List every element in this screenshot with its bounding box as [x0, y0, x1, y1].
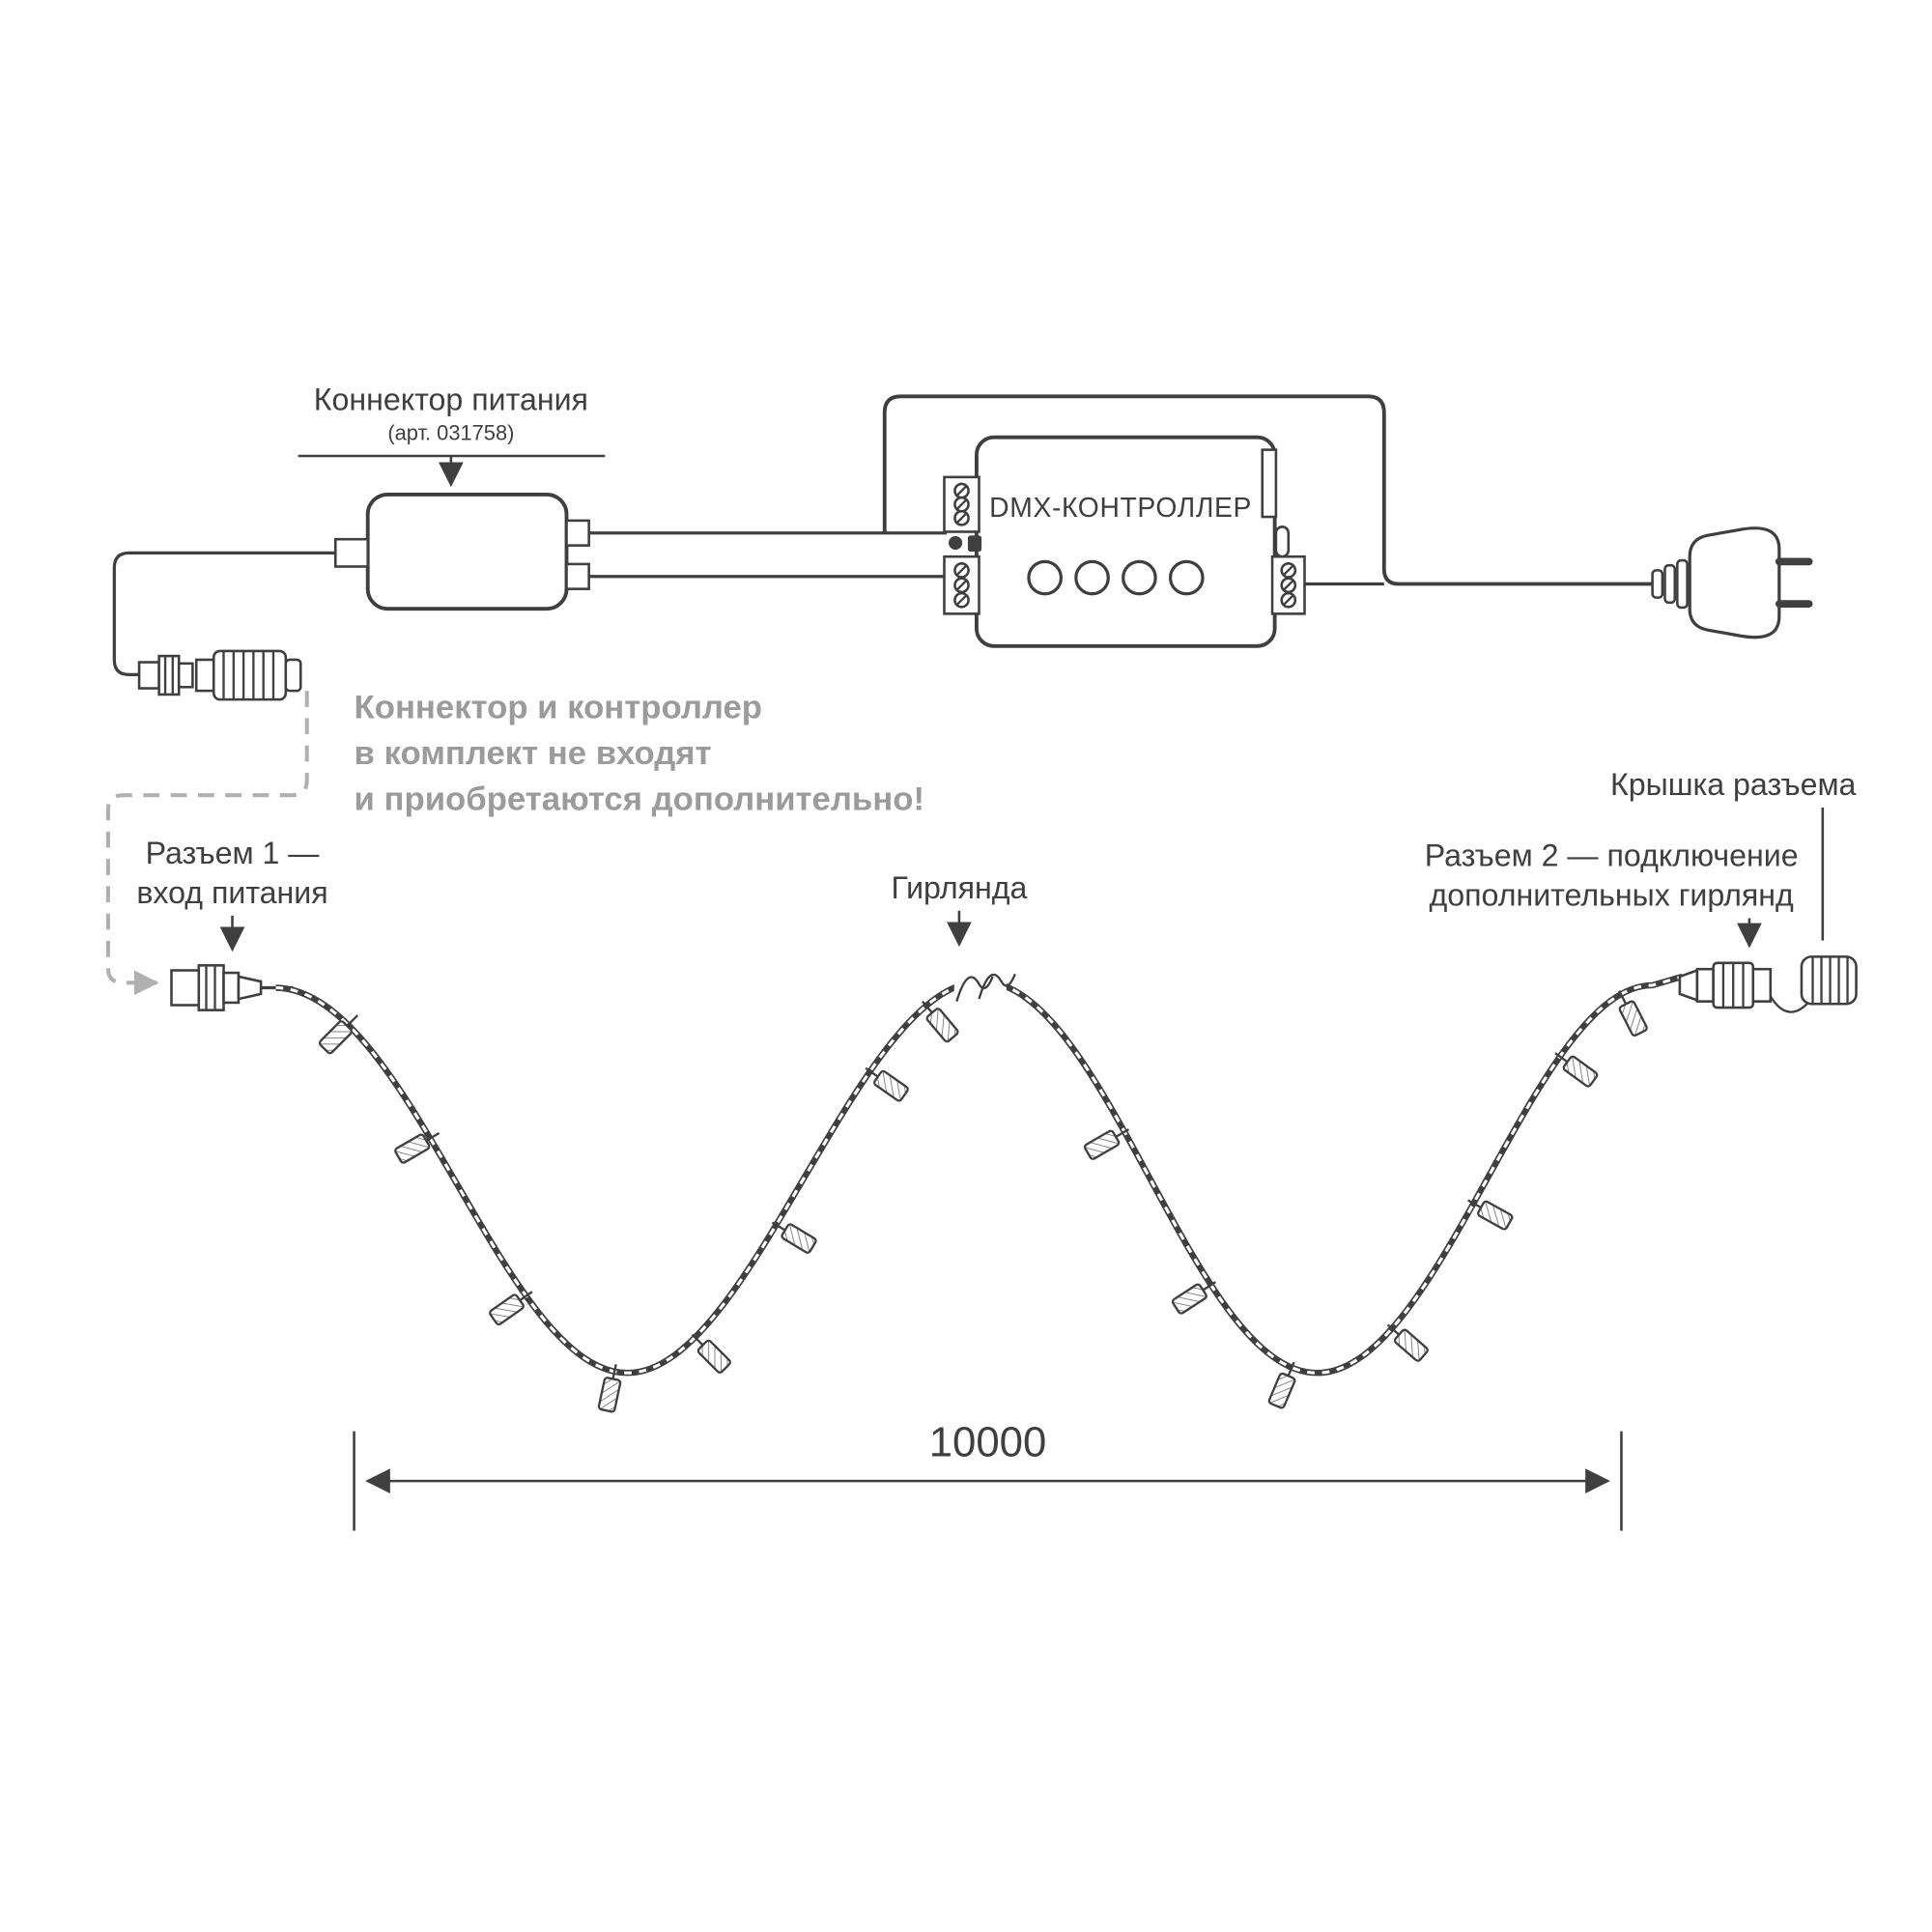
terminal-screw	[1280, 591, 1297, 609]
not-included-note: Коннектор и контроллер в комплект не вхо…	[355, 689, 924, 817]
connector1-collar	[197, 964, 225, 1011]
connector2-tip	[1751, 967, 1773, 1003]
break-squiggle-icon	[978, 973, 1016, 1000]
terminal-screw	[953, 561, 970, 579]
cap-body	[1800, 955, 1858, 1006]
male-plug-collar	[157, 654, 181, 696]
dmx-controller: DMX-КОНТРОЛЛЕР	[943, 435, 1306, 648]
garland-string	[275, 956, 1684, 1414]
connector2-label-line1: Разъем 2 — подключение	[1425, 838, 1799, 872]
connector1-neck	[222, 971, 241, 1005]
terminal-screw	[953, 509, 970, 526]
connector1-tip	[170, 969, 201, 1007]
garland-lamp	[1548, 1045, 1600, 1089]
power-connector-label: Коннектор питания	[314, 382, 588, 416]
garland-lamp	[860, 1060, 911, 1103]
strain-relief-rib	[1676, 558, 1689, 610]
garland-lamp	[685, 1327, 733, 1376]
controller-title: DMX-КОНТРОЛЛЕР	[989, 492, 1252, 523]
terminal-screw	[953, 591, 970, 609]
power-connector-right-pin-bottom	[565, 562, 590, 590]
connector2-neck	[1695, 967, 1715, 1003]
dimension: 10000	[353, 1418, 1623, 1531]
dip-switch	[967, 535, 982, 553]
terminal-screw	[953, 496, 970, 513]
connector2-callout: Разъем 2 — подключение дополнительных ги…	[1425, 838, 1799, 949]
connector1-callout: Разъем 1 — вход питания	[136, 836, 328, 952]
terminal-screw	[1280, 561, 1297, 579]
power-plug	[1651, 526, 1813, 639]
controller-body	[975, 435, 1277, 648]
note-line-2: в комплект не входят	[355, 735, 712, 772]
garland-lamp	[1170, 1273, 1222, 1316]
connector2	[1678, 961, 1813, 1013]
power-connector-right-pin-top	[565, 519, 590, 547]
connector1-label-line2: вход питания	[136, 875, 327, 910]
garland-lamp	[915, 995, 960, 1044]
female-plug-ribs	[222, 650, 275, 700]
note-line-3: и приобретаются дополнительно!	[355, 781, 924, 818]
controller-button-3	[1122, 559, 1157, 596]
garland-label: Гирлянда	[891, 870, 1027, 905]
inline-connector-pair	[137, 649, 302, 701]
power-connector	[333, 492, 590, 611]
controller-loop-wire	[882, 394, 1656, 586]
strain-relief-rib	[1663, 563, 1677, 605]
note-line-1: Коннектор и контроллер	[355, 689, 762, 725]
connector1-taper	[237, 975, 263, 1001]
controller-side-slot	[1274, 526, 1291, 558]
garland-wire	[275, 973, 1684, 1377]
female-plug-collar	[194, 658, 215, 693]
controller-button-2	[1074, 559, 1110, 596]
terminal-screw	[953, 577, 970, 594]
male-plug-neck	[177, 662, 194, 689]
garland-lamp	[1380, 1318, 1431, 1364]
cap-label: Крышка разъема	[1610, 767, 1857, 802]
connector2-label-line2: дополнительных гирлянд	[1430, 878, 1795, 913]
power-connector-callout: Коннектор питания (арт. 031758)	[298, 382, 606, 488]
power-connector-body	[365, 492, 569, 611]
controller-side-port	[1261, 448, 1278, 519]
led-indicator	[948, 535, 963, 551]
dashed-connection-path	[105, 691, 309, 996]
dimension-value: 10000	[929, 1418, 1047, 1465]
terminal-screw	[1280, 577, 1297, 594]
controller-wiring	[588, 394, 1656, 586]
strain-relief-rib	[1651, 569, 1664, 599]
connector1	[170, 964, 294, 1011]
garland-callout: Гирлянда	[891, 870, 1027, 948]
power-connector-cable	[112, 551, 336, 676]
garland-wire-twist	[275, 975, 1683, 1375]
plug-body	[1688, 526, 1781, 639]
power-connector-left-pin	[333, 537, 369, 568]
cap-callout: Крышка разъема	[1610, 767, 1857, 941]
male-plug-tip	[137, 661, 160, 690]
terminal-screw	[953, 482, 970, 499]
controller-button-4	[1168, 559, 1205, 596]
break-squiggle-icon	[955, 976, 994, 1002]
connector2-taper	[1678, 968, 1699, 1003]
controller-button-1	[1027, 559, 1063, 596]
female-plug-cap	[284, 658, 302, 693]
power-connector-art-label: (арт. 031758)	[387, 420, 514, 444]
connector1-label-line1: Разъем 1 —	[146, 836, 321, 870]
connector-cap	[1800, 955, 1858, 1006]
